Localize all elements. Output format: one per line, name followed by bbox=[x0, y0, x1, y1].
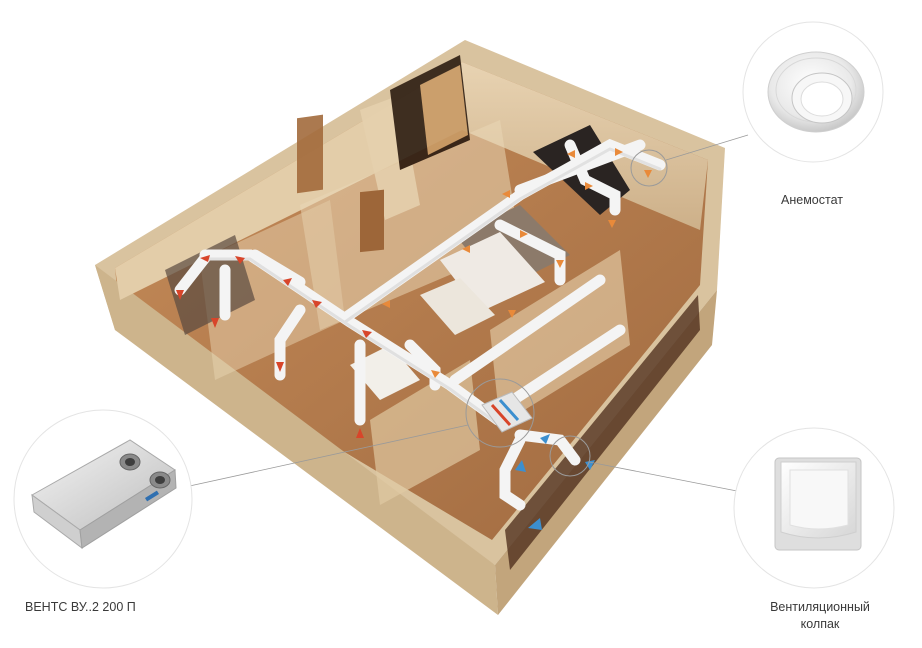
duct-main-3 bbox=[339, 138, 666, 324]
interior-walls bbox=[200, 55, 630, 505]
fresh-air-arrow bbox=[540, 434, 550, 444]
exhaust-arrow bbox=[312, 300, 322, 308]
exhaust-arrow bbox=[276, 362, 284, 372]
hood-callout bbox=[733, 427, 895, 589]
callout-markers bbox=[465, 149, 668, 477]
ventilation-hood-icon bbox=[774, 457, 862, 551]
hood-label-line1: Вентиляционный bbox=[770, 600, 870, 614]
supply-arrow bbox=[382, 300, 390, 308]
supply-arrow bbox=[567, 150, 575, 158]
exhaust-arrow bbox=[362, 330, 372, 338]
partition-4 bbox=[490, 250, 630, 425]
ventilation-unit-in-place bbox=[481, 391, 533, 433]
exhaust-arrow bbox=[356, 428, 364, 438]
outer-wall-left bbox=[95, 265, 498, 615]
duct-shade-upper bbox=[343, 147, 662, 324]
unit-body bbox=[481, 391, 533, 433]
supply-arrow bbox=[644, 170, 652, 178]
front-windows bbox=[505, 295, 700, 570]
anemostat-leader bbox=[665, 134, 749, 161]
airflow-arrows bbox=[176, 148, 652, 530]
bench bbox=[420, 278, 495, 335]
anemostat-marker bbox=[630, 149, 668, 187]
exhaust-arrow bbox=[211, 318, 219, 328]
hood-label-line2: колпак bbox=[800, 617, 840, 631]
duct-branch-3 bbox=[174, 249, 306, 321]
supply-arrow bbox=[556, 260, 564, 268]
supply-arrow bbox=[508, 310, 516, 318]
supply-arrow bbox=[585, 182, 593, 190]
supply-arrow bbox=[608, 220, 616, 228]
supply-arrow bbox=[502, 190, 510, 198]
anemostat-label: Анемостат bbox=[781, 193, 843, 207]
duct-shade-main bbox=[203, 257, 500, 426]
unit-stripe-red bbox=[490, 403, 512, 427]
fresh-air-arrow bbox=[528, 518, 542, 530]
hood-leader bbox=[588, 461, 743, 493]
duct-network-shade bbox=[203, 147, 662, 426]
duct-outside bbox=[499, 429, 581, 511]
unit-leader bbox=[184, 424, 469, 488]
unit-callout bbox=[13, 409, 193, 589]
duct-main bbox=[199, 249, 504, 426]
exhaust-arrow bbox=[235, 256, 245, 264]
partition-2 bbox=[300, 120, 520, 330]
fresh-air-arrow bbox=[515, 460, 526, 472]
supply-arrow bbox=[462, 245, 470, 253]
wardrobe-panel bbox=[420, 65, 468, 155]
exhaust-arrow bbox=[176, 290, 184, 300]
unit-label: ВЕНТС ВУ..2 200 П bbox=[25, 600, 136, 614]
door-2 bbox=[360, 189, 384, 253]
ventilation-unit-icon bbox=[31, 439, 177, 550]
exhaust-arrow bbox=[200, 255, 210, 262]
anemostat-icon bbox=[767, 51, 865, 133]
unit-stripe-blue bbox=[498, 398, 520, 422]
exhaust-arrow bbox=[283, 278, 292, 286]
dining-table bbox=[350, 345, 420, 400]
door-1 bbox=[297, 114, 323, 194]
hood-marker bbox=[549, 435, 591, 477]
supply-arrow bbox=[520, 230, 528, 238]
supply-arrow bbox=[615, 148, 623, 156]
unit-marker bbox=[465, 378, 535, 448]
duct-branch-2 bbox=[564, 139, 621, 216]
partition-5 bbox=[370, 360, 480, 505]
supply-arrow bbox=[431, 370, 440, 378]
anemostat-callout bbox=[742, 21, 884, 163]
leader-lines bbox=[184, 134, 749, 493]
